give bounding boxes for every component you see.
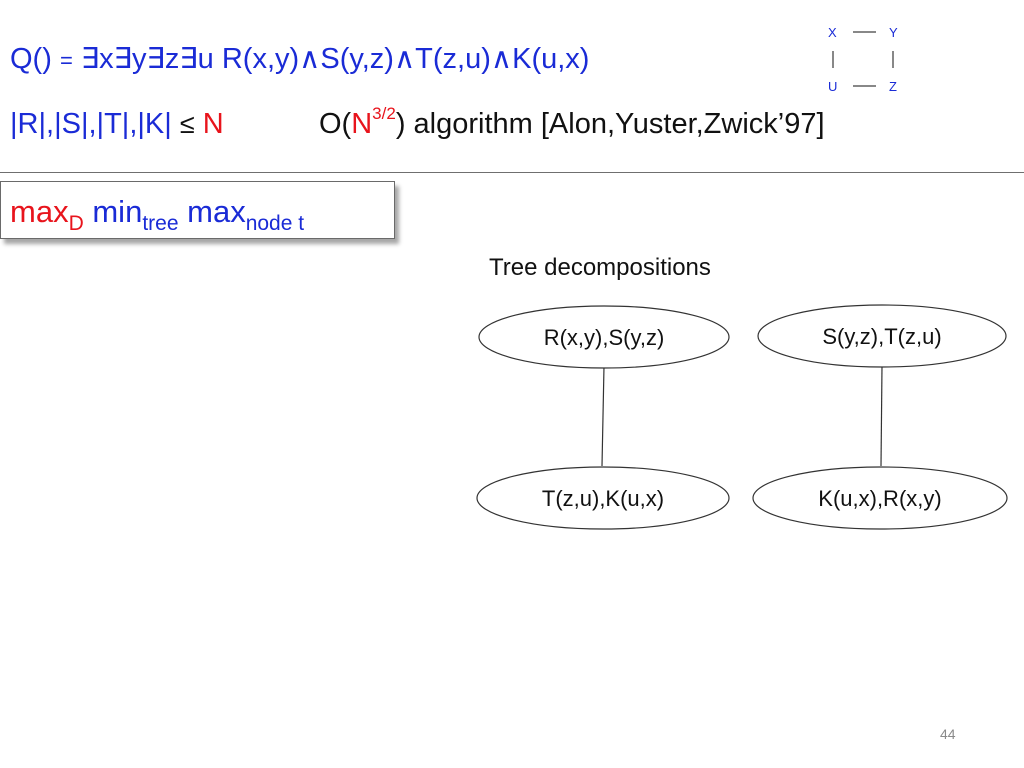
leq-symbol: ≤ — [179, 109, 195, 139]
tree-edge — [601, 365, 605, 467]
variable-cycle-graph: X Y U Z — [828, 25, 898, 94]
complexity-n: N — [351, 108, 373, 140]
complexity-exponent: 3/2 — [372, 104, 396, 123]
query-formula: Q() = ∃x∃y∃z∃u R(x,y)∧S(y,z)∧T(z,u)∧K(u,… — [10, 41, 589, 76]
query-equals: = — [59, 48, 73, 73]
width-formula-box — [0, 181, 395, 239]
tree-node-ellipse — [478, 305, 730, 369]
tree-node-ellipse — [476, 466, 730, 530]
tree-node-ellipse — [757, 304, 1007, 368]
formula-max-node: max — [178, 194, 246, 229]
bound-n: N — [202, 108, 224, 140]
complexity-citation: ) algorithm [Alon,Yuster,Zwick’97] — [395, 108, 825, 140]
complexity-open: O( — [319, 108, 352, 140]
formula-sub-tree: tree — [142, 212, 179, 235]
tree-node-label: T(z,u),K(u,x) — [542, 486, 664, 511]
divider — [0, 172, 1024, 173]
tree-edge — [880, 365, 883, 467]
tree-decomposition-1: R(x,y),S(y,z) T(z,u),K(u,x) — [476, 305, 730, 530]
graph-node-z: Z — [889, 79, 897, 94]
formula-max: max — [10, 194, 69, 229]
formula-min: min — [83, 194, 143, 229]
width-formula: maxD mintree maxnode t — [10, 194, 304, 236]
tree-node-label: K(u,x),R(x,y) — [818, 486, 941, 511]
query-head: Q() — [10, 43, 52, 75]
tree-decomposition-2: S(y,z),T(z,u) K(u,x),R(x,y) — [752, 304, 1008, 530]
tree-node-label: S(y,z),T(z,u) — [822, 324, 941, 349]
relation-sizes: |R|,|S|,|T|,|K| — [10, 108, 172, 140]
page-number: 44 — [940, 726, 956, 742]
formula-sub-node: node t — [245, 212, 305, 235]
formula-sub-d: D — [68, 212, 84, 235]
query-body: ∃x∃y∃z∃u R(x,y)∧S(y,z)∧T(z,u)∧K(u,x) — [80, 43, 590, 75]
size-bound: |R|,|S|,|T|,|K| ≤ N — [10, 108, 224, 141]
complexity-statement: O(N3/2) algorithm [Alon,Yuster,Zwick’97] — [319, 104, 825, 141]
tree-node-ellipse — [752, 466, 1008, 530]
graph-node-u: U — [828, 79, 837, 94]
graph-node-y: Y — [889, 25, 898, 40]
tree-node-label: R(x,y),S(y,z) — [544, 325, 665, 350]
graph-node-x: X — [828, 25, 837, 40]
tree-decompositions-caption: Tree decompositions — [489, 254, 711, 281]
